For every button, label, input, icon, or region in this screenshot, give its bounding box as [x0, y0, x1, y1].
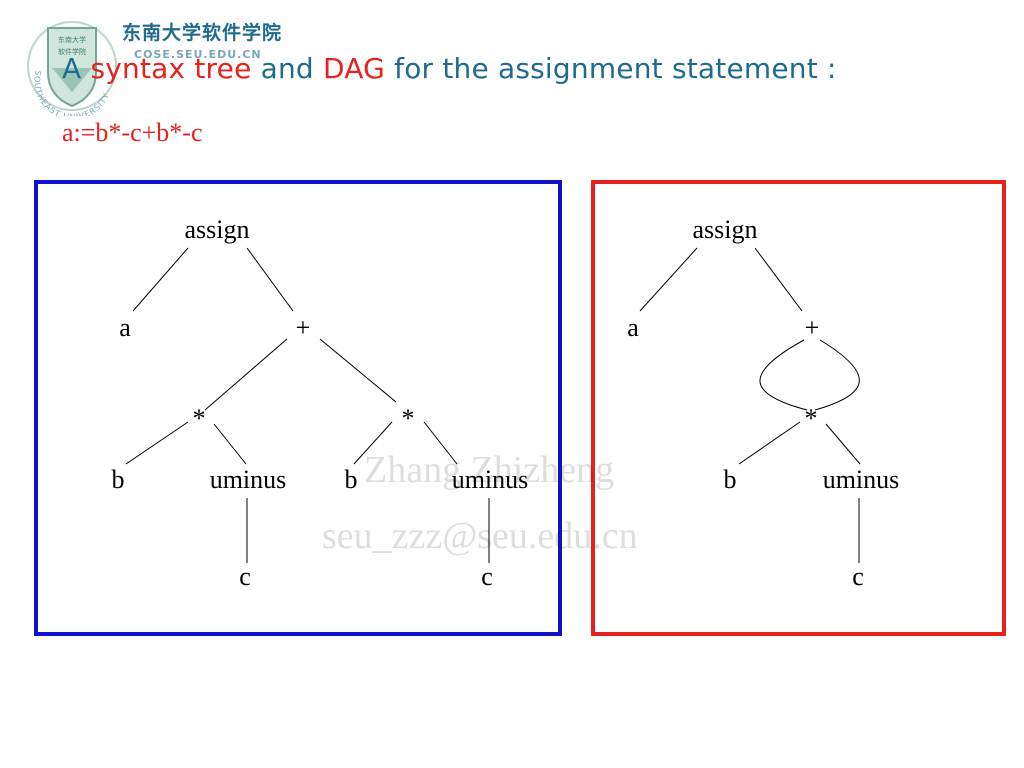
dag-node-a: a: [627, 313, 639, 342]
syntax-tree-panel: [34, 180, 562, 636]
tree-edge-plus-star1: [204, 338, 288, 411]
title-part-syntax-tree: syntax tree: [90, 52, 252, 85]
title-part-and: and: [251, 52, 323, 85]
tree-node-plus: +: [296, 313, 311, 342]
svg-text:东南大学: 东南大学: [58, 35, 86, 44]
tree-node-c1: c: [239, 562, 251, 591]
tree-node-a: a: [119, 313, 131, 342]
title-part-dag: DAG: [323, 52, 386, 85]
tree-node-b2: b: [345, 465, 358, 494]
tree-node-star2: *: [402, 404, 415, 433]
tree-node-uminus1: uminus: [210, 465, 287, 494]
dag-node-plus: +: [805, 313, 820, 342]
watermark-email: seu_zzz@seu.edu.cn: [322, 515, 638, 557]
dag-node-star: *: [805, 404, 818, 433]
dag-node-b: b: [724, 465, 737, 494]
tree-edge-star2-uminus2: [423, 421, 458, 465]
tree-node-star1: *: [193, 404, 206, 433]
dag-edge-assign-plus: [754, 247, 803, 312]
dag-edge-star-uminus: [825, 423, 861, 465]
slide-title: A syntax tree and DAG for the assignment…: [62, 52, 837, 85]
title-part-rest: for the assignment statement :: [385, 52, 837, 85]
tree-edge-star1-uminus1: [213, 423, 247, 465]
dag-edge-plus-star-left: [759, 339, 808, 411]
dag-edge-plus-star-right: [814, 339, 860, 411]
tree-node-c2: c: [481, 562, 493, 591]
tree-node-b1: b: [112, 465, 125, 494]
tree-node-uminus2: uminus: [452, 465, 529, 494]
tree-edge-star1-b1: [125, 421, 189, 465]
tree-edge-star2-b2: [353, 421, 393, 465]
tree-node-assign: assign: [185, 215, 250, 244]
dag-node-assign: assign: [693, 215, 758, 244]
university-logo: 东南大学 软件学院 SOUTHEAST UNIVERSITY: [22, 12, 122, 122]
dag-node-uminus: uminus: [823, 465, 900, 494]
assignment-statement: a:=b*-c+b*-c: [62, 118, 203, 147]
tree-edge-assign-plus: [246, 247, 294, 312]
dag-panel: [591, 180, 1006, 636]
title-part-a: A: [62, 52, 91, 85]
svg-text:软件学院: 软件学院: [58, 47, 86, 56]
tree-edge-plus-star2: [319, 338, 397, 403]
school-url: COSE.SEU.EDU.CN: [134, 48, 262, 61]
dag-edge-assign-a: [639, 247, 698, 312]
dag-edge-star-b: [738, 421, 801, 465]
dag-node-c: c: [852, 562, 864, 591]
school-name: 东南大学软件学院: [122, 22, 283, 44]
tree-edge-assign-a: [132, 247, 189, 312]
watermark-author: Zhang Zhizheng: [364, 449, 615, 491]
